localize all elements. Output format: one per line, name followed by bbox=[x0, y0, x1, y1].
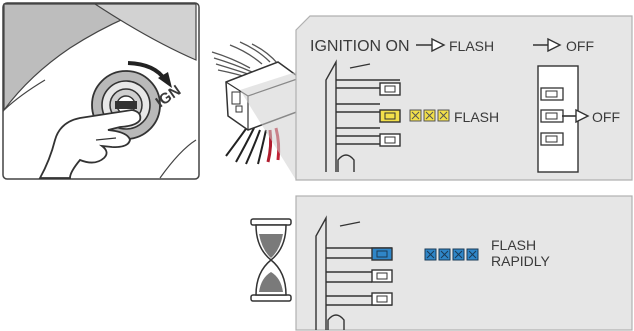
control-module-illustration bbox=[211, 41, 303, 180]
arrow-right-icon bbox=[533, 37, 562, 53]
hourglass-icon bbox=[250, 218, 292, 302]
step1-panel: IGNITION ON FLASH OFF bbox=[295, 15, 633, 181]
led-flashing-rapid bbox=[371, 247, 393, 261]
flash-label: FLASH bbox=[454, 109, 499, 125]
off-label: OFF bbox=[592, 109, 620, 125]
header-flash-label: FLASH bbox=[449, 38, 494, 54]
header-off-label: OFF bbox=[566, 38, 594, 54]
led-flashing bbox=[379, 109, 401, 123]
hand-illustration bbox=[38, 109, 142, 179]
led-bottom bbox=[371, 292, 393, 306]
led-middle bbox=[371, 269, 393, 283]
led-bottom bbox=[379, 133, 401, 147]
arrow-right-icon bbox=[416, 37, 446, 53]
step2-panel: FLASH RAPIDLY bbox=[295, 195, 633, 331]
ignition-on-label: IGNITION ON bbox=[310, 38, 410, 55]
led-top bbox=[379, 82, 401, 96]
ignition-illustration: IGN bbox=[2, 2, 200, 180]
module-side-diagram bbox=[537, 65, 579, 173]
flash-rapidly-line1: FLASH bbox=[491, 237, 536, 253]
flash-rapidly-line2: RAPIDLY bbox=[491, 253, 551, 269]
module-front-diagram bbox=[325, 59, 400, 172]
arrow-right-icon bbox=[562, 108, 590, 124]
